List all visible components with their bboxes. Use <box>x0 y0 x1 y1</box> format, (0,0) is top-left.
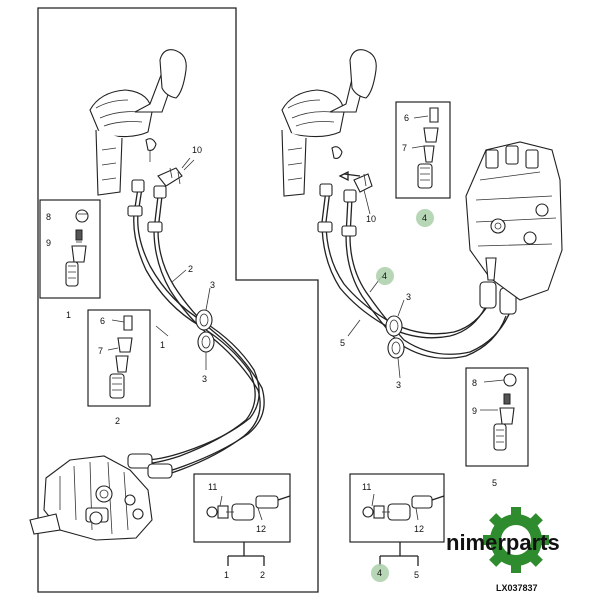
callout-3-top-right: 3 <box>406 292 411 302</box>
highlight-4-bottom <box>371 564 389 582</box>
left-valve-block <box>29 455 153 541</box>
right-detail-box-11-12 <box>349 473 445 543</box>
right-control-lever <box>281 49 377 197</box>
callout-7-right: 7 <box>402 143 407 153</box>
callout-3-bottom-right: 3 <box>396 380 401 390</box>
callout-5-cable: 5 <box>340 338 345 348</box>
left-control-lever <box>89 49 187 196</box>
callout-9-left: 9 <box>46 238 51 248</box>
callout-2-left-box: 2 <box>115 416 120 426</box>
callout-2-cable: 2 <box>188 264 193 274</box>
callout-12-left: 12 <box>256 524 266 534</box>
left-cables <box>127 179 265 479</box>
reference-code: LX037837 <box>496 583 538 593</box>
callout-8-right: 8 <box>472 378 477 388</box>
callout-11-right: 11 <box>362 482 371 492</box>
callout-9-right: 9 <box>472 406 477 416</box>
left-section-frame <box>37 7 319 593</box>
callout-10-left: 10 <box>192 145 202 155</box>
callout-1-cable: 1 <box>160 340 165 350</box>
right-detail-box-5 <box>465 367 529 467</box>
callout-11-left: 11 <box>208 482 217 492</box>
callout-5-right-box: 5 <box>492 478 497 488</box>
callout-4-right-box: 4 <box>422 213 427 223</box>
callout-7-left: 7 <box>98 346 103 356</box>
callout-2-bottom: 2 <box>260 570 265 580</box>
left-bracket-10 <box>157 159 195 187</box>
highlight-4-cable <box>376 267 394 285</box>
gear-icon <box>483 507 549 573</box>
callout-3-bottom-left: 3 <box>202 374 207 384</box>
callout-12-right: 12 <box>414 524 424 534</box>
right-bottom-bracket <box>379 542 419 566</box>
callout-5-bottom: 5 <box>414 570 419 580</box>
logo-text: nimerparts <box>446 530 560 555</box>
left-bottom-bracket <box>227 542 265 566</box>
callout-6-right: 6 <box>404 113 409 123</box>
left-detail-box-3 <box>193 473 291 543</box>
callout-10-right: 10 <box>366 214 376 224</box>
right-valve-block <box>465 141 563 301</box>
left-detail-box-2 <box>87 309 151 407</box>
right-bracket-10 <box>353 173 373 193</box>
callout-4-bottom: 4 <box>377 568 382 578</box>
callout-4-cable: 4 <box>382 271 387 281</box>
callout-1-bottom: 1 <box>224 570 229 580</box>
callout-8-left: 8 <box>46 212 51 222</box>
right-detail-box-4 <box>395 101 451 199</box>
right-cables <box>317 183 517 359</box>
highlight-4-right-box <box>416 209 434 227</box>
callout-1-left-box: 1 <box>66 310 71 320</box>
leader-lines <box>76 115 505 521</box>
callout-6-left: 6 <box>100 316 105 326</box>
left-detail-box-1 <box>39 199 101 299</box>
callout-3-top-left: 3 <box>210 280 215 290</box>
